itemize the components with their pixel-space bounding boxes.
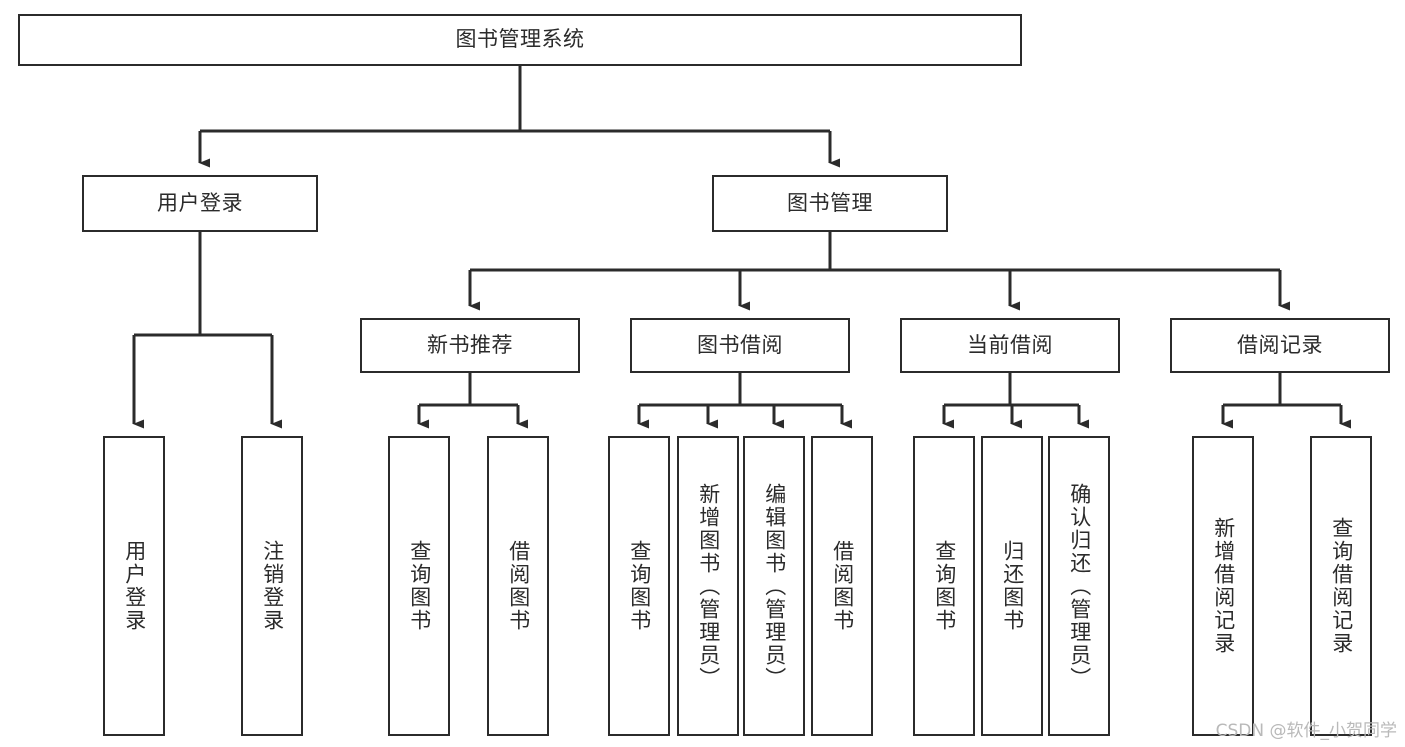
node-current-borrow[interactable]: 当前借阅 <box>900 318 1120 373</box>
node-leaf-query-book-recommend[interactable]: 查询图书 <box>388 436 450 736</box>
node-root-label: 图书管理系统 <box>455 27 585 52</box>
csdn-watermark: CSDN @软件_小贺同学 <box>1215 721 1397 741</box>
node-leaf-query-borrow-record-label: 查询借阅记录 <box>1329 517 1354 655</box>
node-user-login[interactable]: 用户登录 <box>82 175 318 232</box>
node-leaf-query-book-current[interactable]: 查询图书 <box>913 436 975 736</box>
node-leaf-user-login[interactable]: 用户登录 <box>103 436 165 736</box>
node-leaf-borrow-book-recommend[interactable]: 借阅图书 <box>487 436 549 736</box>
node-root[interactable]: 图书管理系统 <box>18 14 1022 66</box>
node-user-login-label: 用户登录 <box>157 190 243 215</box>
node-book-borrow[interactable]: 图书借阅 <box>630 318 850 373</box>
node-leaf-add-borrow-record-label: 新增借阅记录 <box>1211 517 1236 655</box>
node-borrow-record-label: 借阅记录 <box>1237 332 1323 357</box>
node-leaf-add-book-admin[interactable]: 新增图书（管理员） <box>677 436 739 736</box>
node-leaf-query-book-current-label: 查询图书 <box>932 540 957 632</box>
node-leaf-query-book-recommend-label: 查询图书 <box>407 540 432 632</box>
node-leaf-query-book-borrow-label: 查询图书 <box>627 540 652 632</box>
node-leaf-add-borrow-record[interactable]: 新增借阅记录 <box>1192 436 1254 736</box>
node-book-manage-label: 图书管理 <box>787 190 873 215</box>
node-leaf-query-borrow-record[interactable]: 查询借阅记录 <box>1310 436 1372 736</box>
node-leaf-borrow-book[interactable]: 借阅图书 <box>811 436 873 736</box>
node-new-book-recommend-label: 新书推荐 <box>427 332 513 357</box>
node-leaf-user-login-label: 用户登录 <box>122 540 147 632</box>
node-leaf-confirm-return-admin[interactable]: 确认归还（管理员） <box>1048 436 1110 736</box>
node-new-book-recommend[interactable]: 新书推荐 <box>360 318 580 373</box>
node-leaf-return-book[interactable]: 归还图书 <box>981 436 1043 736</box>
node-leaf-return-book-label: 归还图书 <box>1000 540 1025 632</box>
node-leaf-logout[interactable]: 注销登录 <box>241 436 303 736</box>
node-leaf-borrow-book-label: 借阅图书 <box>830 540 855 632</box>
node-leaf-edit-book-admin-label: 编辑图书（管理员） <box>762 482 787 690</box>
node-leaf-logout-label: 注销登录 <box>260 540 285 632</box>
node-leaf-query-book-borrow[interactable]: 查询图书 <box>608 436 670 736</box>
node-leaf-edit-book-admin[interactable]: 编辑图书（管理员） <box>743 436 805 736</box>
node-current-borrow-label: 当前借阅 <box>967 332 1053 357</box>
node-leaf-borrow-book-recommend-label: 借阅图书 <box>506 540 531 632</box>
node-book-borrow-label: 图书借阅 <box>697 332 783 357</box>
node-leaf-add-book-admin-label: 新增图书（管理员） <box>696 482 721 690</box>
node-borrow-record[interactable]: 借阅记录 <box>1170 318 1390 373</box>
node-book-manage[interactable]: 图书管理 <box>712 175 948 232</box>
node-leaf-confirm-return-admin-label: 确认归还（管理员） <box>1067 482 1092 690</box>
